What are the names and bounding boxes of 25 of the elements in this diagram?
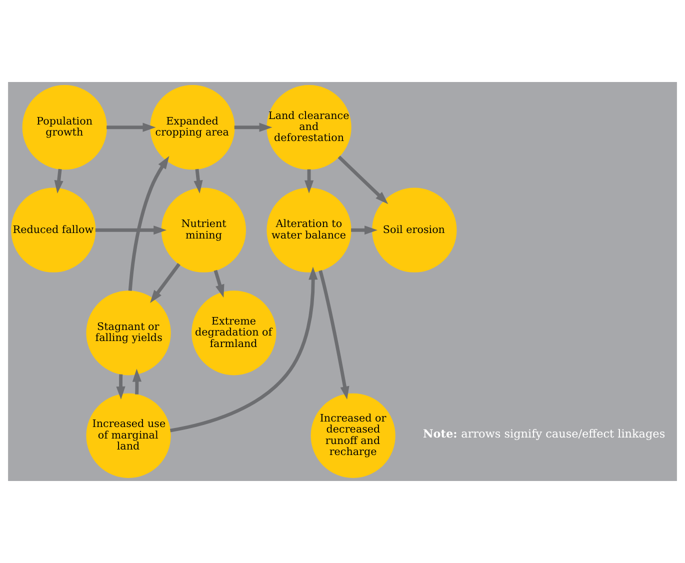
arrow bbox=[318, 270, 350, 400]
node-circle: Extreme degradation of farmland bbox=[192, 290, 276, 376]
arrow bbox=[234, 122, 272, 132]
arrow bbox=[304, 169, 314, 194]
node-circle: Soil erosion bbox=[372, 188, 457, 272]
arrow bbox=[338, 156, 388, 204]
arrow bbox=[54, 168, 64, 194]
arrow bbox=[214, 270, 224, 298]
node-circle: Increased use of marginal land bbox=[86, 393, 171, 478]
node-circle: Increased or decreased runoff and recharge bbox=[310, 393, 396, 478]
node-circle: Alteration to water balance bbox=[266, 188, 352, 272]
arrow bbox=[116, 374, 126, 400]
arrow bbox=[170, 266, 318, 432]
arrow bbox=[351, 226, 378, 235]
arrow bbox=[128, 156, 170, 291]
arrow bbox=[150, 263, 180, 304]
label: Note: arrows signify cause/effect linkages bbox=[423, 426, 666, 441]
arrow bbox=[106, 122, 156, 132]
arrow bbox=[194, 168, 203, 194]
node-circle: Reduced fallow bbox=[11, 188, 96, 272]
node-circle: Population growth bbox=[22, 85, 107, 170]
node-circle: Land clearance and deforestation bbox=[266, 85, 352, 170]
arrow bbox=[95, 226, 167, 235]
arrow bbox=[132, 368, 142, 394]
node-circle: Nutrient mining bbox=[161, 188, 246, 272]
